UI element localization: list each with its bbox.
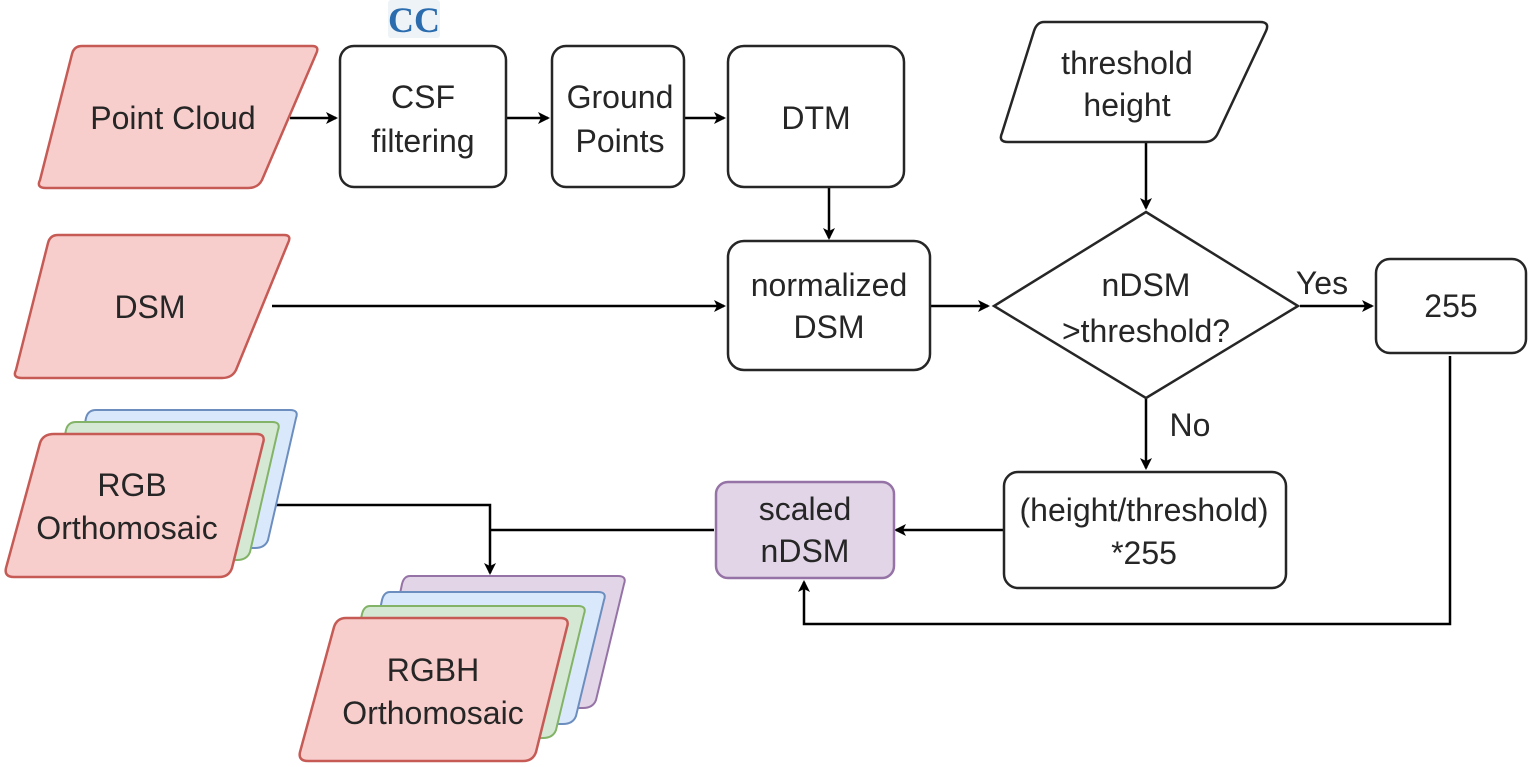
node-255: 255 xyxy=(1374,257,1528,355)
threshold-label-line2: height xyxy=(1083,87,1170,123)
normalized-label-line1: normalized xyxy=(751,267,908,303)
node-dtm: DTM xyxy=(726,44,906,189)
rgbh-label-line1: RGBH xyxy=(387,652,479,688)
rgbh-label-line2: Orthomosaic xyxy=(342,695,523,731)
node-scaled-ndsm: scaled nDSM xyxy=(714,480,896,580)
dsm-label: DSM xyxy=(114,289,185,325)
decision-diamond-shape xyxy=(991,210,1301,400)
scaled-label-line1: scaled xyxy=(759,491,852,527)
csf-label-line1: CSF xyxy=(391,79,455,115)
threshold-label-line1: threshold xyxy=(1061,45,1193,81)
node-csf-filtering: CSF filtering xyxy=(338,44,508,189)
threshold-height-shape xyxy=(999,20,1269,144)
node-dsm: DSM xyxy=(13,233,291,380)
edge-rgb-to-rgbh xyxy=(244,503,496,575)
node-scale-formula: (height/threshold) *255 xyxy=(1002,470,1288,590)
node-normalized-dsm: normalized DSM xyxy=(726,239,932,372)
point-cloud-label: Point Cloud xyxy=(90,100,255,136)
dtm-label: DTM xyxy=(781,100,850,136)
decision-label-line1: nDSM xyxy=(1102,267,1191,303)
rgb-label-line2: Orthomosaic xyxy=(36,510,217,546)
normalized-label-line2: DSM xyxy=(793,309,864,345)
node-ground-points: Ground Points xyxy=(550,44,686,189)
decision-label-line2: >threshold? xyxy=(1062,313,1230,349)
rgbh-layer-red xyxy=(298,616,569,763)
edge-255-to-scaled xyxy=(798,356,1452,626)
svg-text:CC: CC xyxy=(388,0,440,40)
cloudcompare-logo-icon: CC xyxy=(388,0,440,40)
edges xyxy=(244,112,1452,626)
node-point-cloud: Point Cloud xyxy=(37,44,319,190)
node-threshold-height: threshold height xyxy=(999,20,1269,144)
node-rgb-orthomosaic: RGB Orthomosaic xyxy=(4,409,298,579)
formula-label-line2: *255 xyxy=(1111,535,1177,571)
yes-label: Yes xyxy=(1296,265,1348,301)
no-label: No xyxy=(1170,407,1211,443)
rgb-label-line1: RGB xyxy=(97,467,166,503)
ground-label-line1: Ground xyxy=(567,79,674,115)
dsm-shape xyxy=(13,233,291,380)
rgb-layer-red xyxy=(4,432,265,579)
node-decision: nDSM >threshold? xyxy=(991,210,1301,400)
ground-label-line2: Points xyxy=(576,123,665,159)
csf-label-line2: filtering xyxy=(371,123,474,159)
formula-label-line1: (height/threshold) xyxy=(1019,492,1268,528)
value-255-label: 255 xyxy=(1424,288,1477,324)
point-cloud-shape xyxy=(37,44,319,190)
scaled-label-line2: nDSM xyxy=(761,533,850,569)
node-rgbh-orthomosaic: RGBH Orthomosaic xyxy=(298,575,626,763)
